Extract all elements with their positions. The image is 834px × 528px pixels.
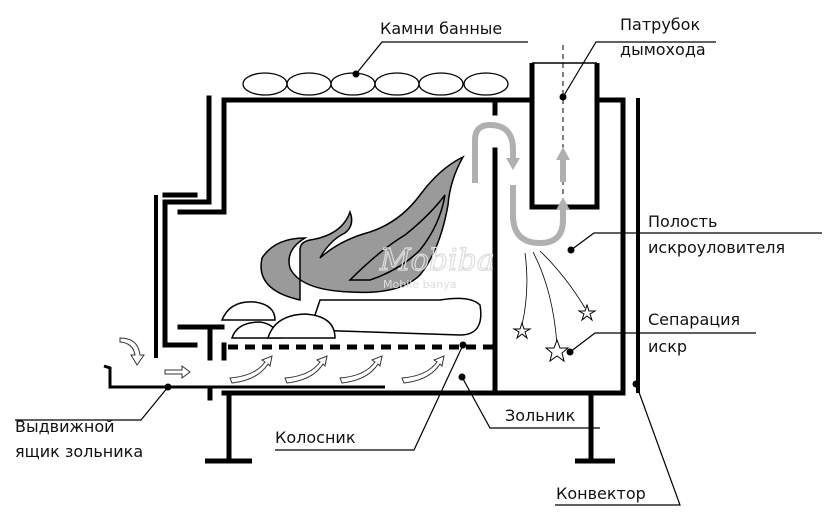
label-ash-pit: Зольник [505, 406, 576, 425]
label-ash-drawer-line1: Выдвижной [15, 417, 115, 436]
label-grate: Колосник [275, 428, 356, 447]
stove-body [162, 95, 626, 401]
label-chimney-line1: Патрубок [620, 15, 701, 34]
watermark-logo: Mobiba [379, 243, 495, 278]
label-spark-separation-line1: Сепарация [648, 310, 741, 329]
label-stones: Камни банные [380, 19, 503, 38]
label-chimney-line2: дымохода [620, 40, 706, 59]
fire-flames [260, 155, 465, 301]
sauna-stones [242, 72, 509, 96]
spark-trajectories [521, 250, 586, 346]
firewood-logs [220, 297, 482, 339]
label-spark-separation-line2: искр [648, 337, 688, 356]
leader-lines [15, 41, 822, 506]
gas-flow-arrows [472, 121, 570, 247]
air-flow-arrows [119, 337, 445, 384]
watermark-subtitle: Mobile banya [383, 278, 457, 291]
label-ash-drawer-line2: ящик зольника [15, 442, 144, 461]
label-spark-cavity-line1: Полость [648, 212, 718, 231]
label-convector: Конвектор [556, 484, 646, 503]
ash-drawer [103, 364, 385, 389]
label-spark-cavity-line2: искроуловителя [648, 238, 786, 257]
spark-star-icons [512, 303, 597, 363]
leader-dots [164, 70, 640, 391]
chimney-pipe [529, 45, 600, 210]
stove-legs [205, 393, 615, 464]
